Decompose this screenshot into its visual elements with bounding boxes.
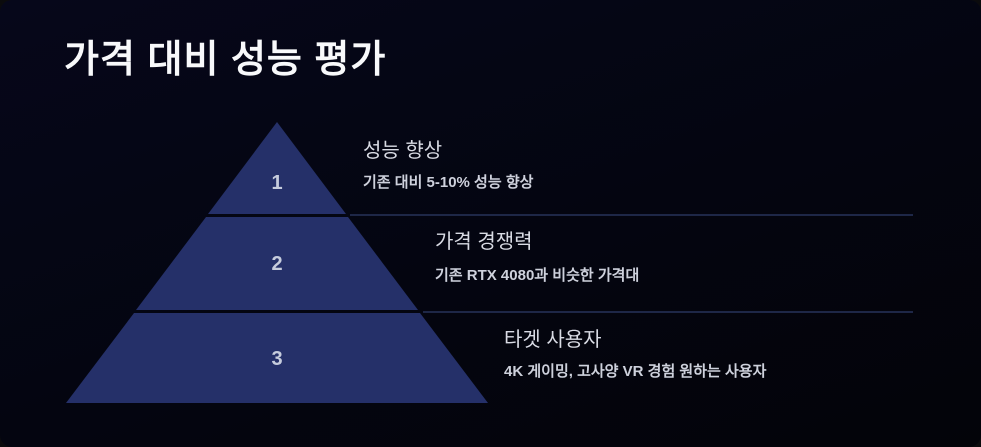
pyramid-tier-3-shape [66, 313, 488, 403]
tier-2-text-block: 가격 경쟁력 기존 RTX 4080과 비슷한 가격대 [435, 229, 639, 286]
tier-2-divider-line [423, 311, 913, 313]
pyramid-tier-2-shape [136, 217, 418, 310]
tier-1-divider-line [350, 214, 913, 216]
tier-1-description: 기존 대비 5-10% 성능 향상 [363, 174, 534, 191]
tier-2-heading: 가격 경쟁력 [435, 231, 533, 253]
tier-3-text-block: 타겟 사용자 4K 게이밍, 고사양 VR 경험 원하는 사용자 [504, 327, 766, 382]
tier-2-description: 기존 RTX 4080과 비슷한 가격대 [435, 267, 640, 284]
pyramid-tier-1-shape [208, 122, 346, 214]
page-title: 가격 대비 성능 평가 [64, 39, 387, 81]
tier-1-text-block: 성능 향상 기존 대비 5-10% 성능 향상 [363, 138, 533, 193]
tier-1-heading: 성능 향상 [363, 140, 443, 162]
tier-3-description: 4K 게이밍, 고사양 VR 경험 원하는 사용자 [504, 363, 767, 380]
tier-2-number: 2 [271, 253, 282, 275]
tier-3-heading: 타겟 사용자 [504, 329, 602, 351]
tier-1-number: 1 [271, 172, 282, 194]
tier-3-number: 3 [271, 348, 282, 370]
